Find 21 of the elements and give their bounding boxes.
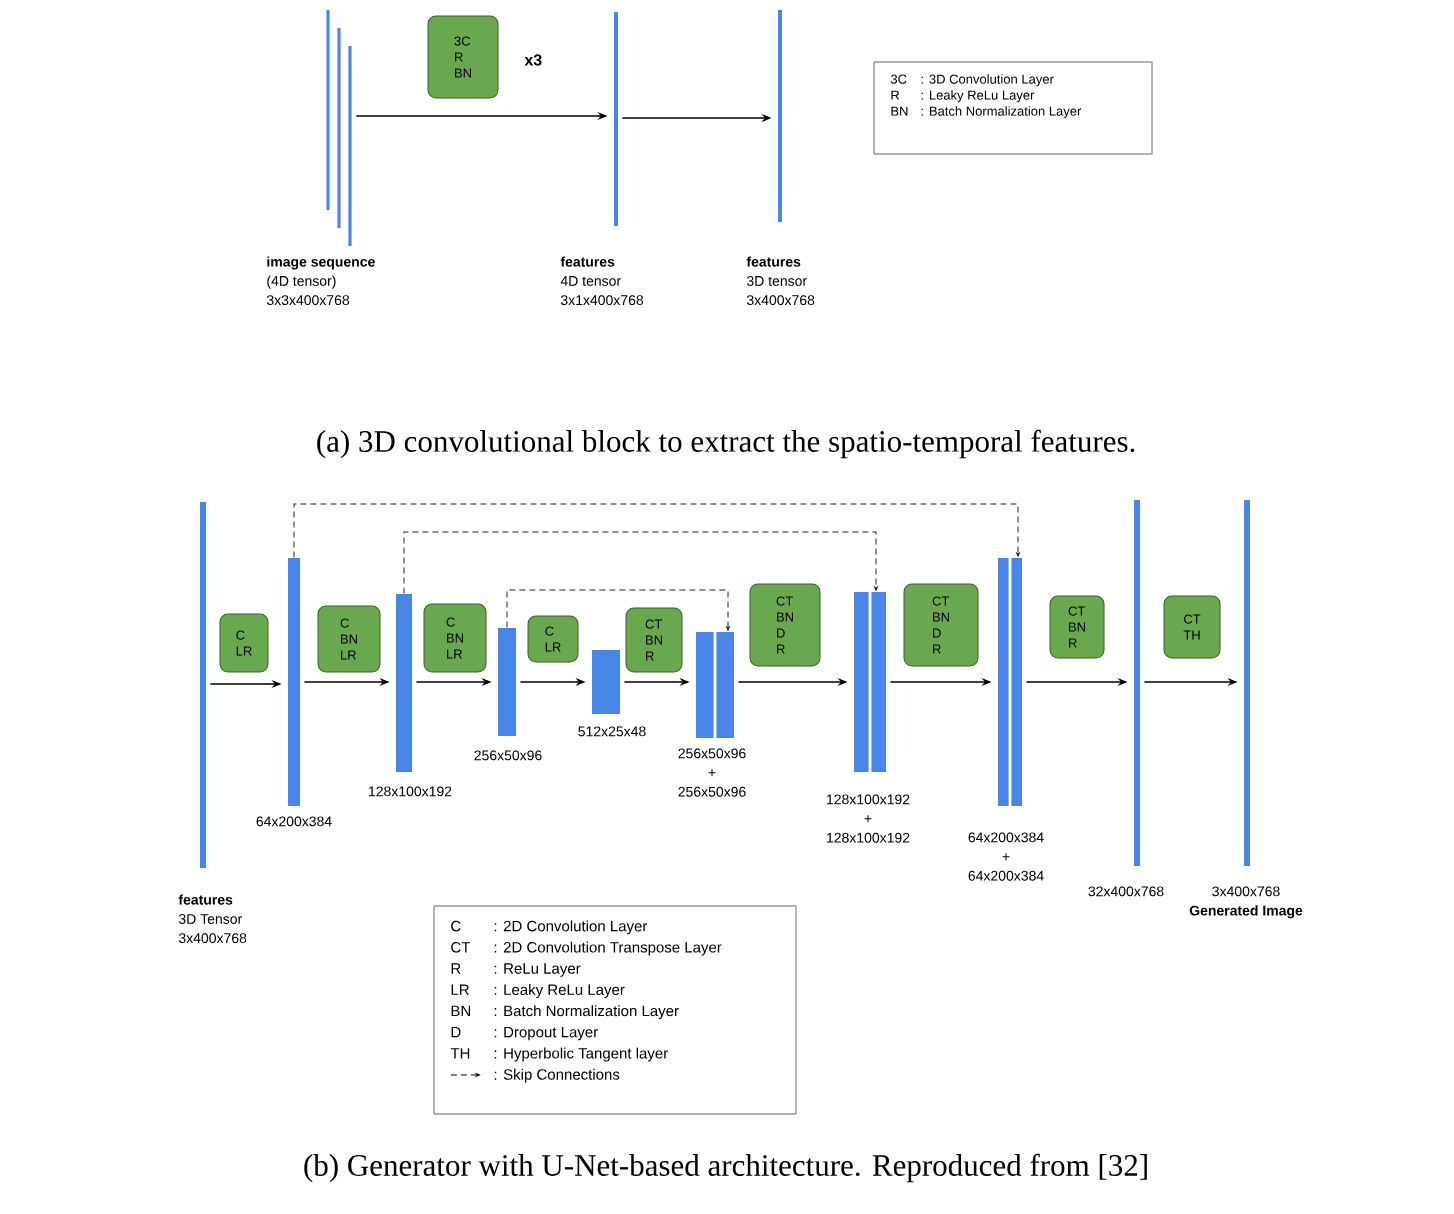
caption: (a) 3D convolutional block to extract the spatio-temporal features.: [317, 429, 1135, 459]
skip-connection-arrow: [403, 531, 878, 595]
feature-map-line: [1134, 500, 1140, 866]
feature-map-line: [1244, 500, 1250, 866]
caption: (b) Generator with U-Net-based architecture. Reproduced from [32]: [304, 1153, 1147, 1183]
feature-map-bar: [288, 558, 300, 806]
feature-map-bar: [498, 628, 516, 736]
repeat-count: x3: [524, 54, 542, 66]
feature-map-bar: [396, 594, 412, 772]
feature-map-line: [200, 502, 206, 868]
concatenated-feature-map: [998, 558, 1022, 806]
skip-connection-arrow: [506, 589, 730, 631]
image-stack-drawing: [326, 10, 352, 246]
feature-map-bar: [592, 650, 620, 714]
legend-box: [873, 61, 1153, 155]
concatenated-feature-map: [854, 592, 886, 772]
feature-map-line: [778, 10, 782, 222]
concatenated-feature-map: [696, 632, 734, 738]
skip-connection-arrow: [293, 503, 1020, 559]
feature-map-line: [614, 12, 618, 226]
legend-box: [433, 905, 797, 1115]
